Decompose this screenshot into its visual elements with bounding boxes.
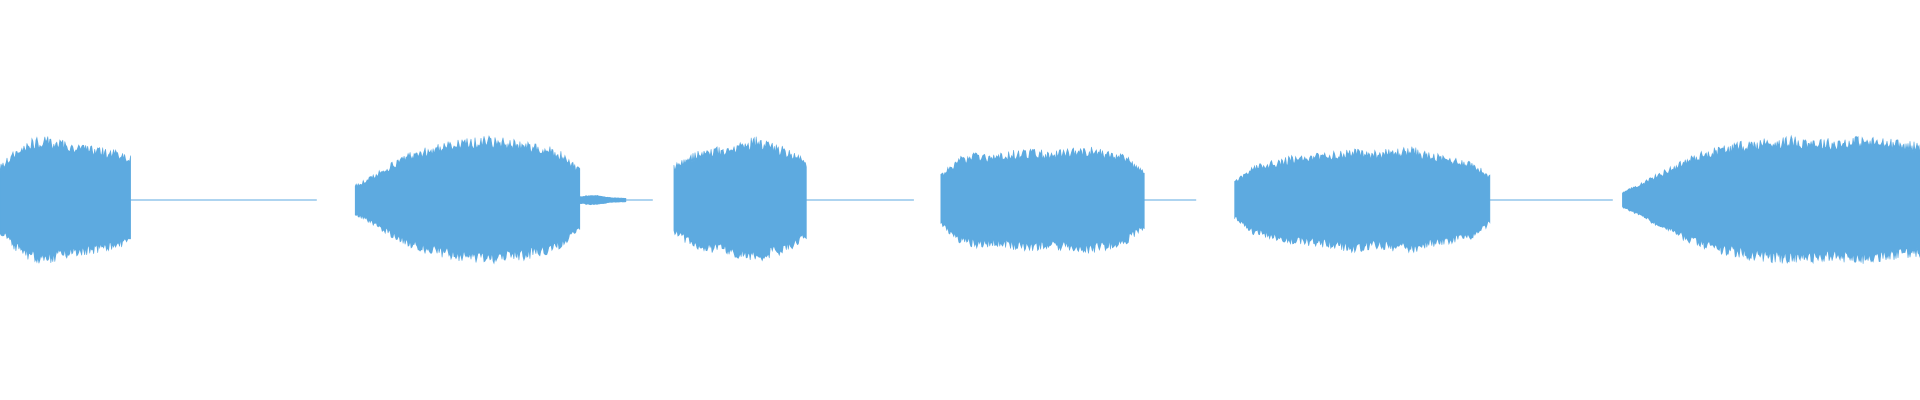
- waveform-segment: [940, 146, 1145, 254]
- waveform-segment: [1622, 134, 1920, 265]
- waveform-segment: [0, 136, 131, 264]
- waveform-segment: [579, 195, 627, 206]
- waveform-segment: [673, 136, 807, 262]
- waveform-segments: [0, 134, 1920, 265]
- waveform-segment: [354, 135, 581, 265]
- waveform-segment: [1234, 146, 1491, 254]
